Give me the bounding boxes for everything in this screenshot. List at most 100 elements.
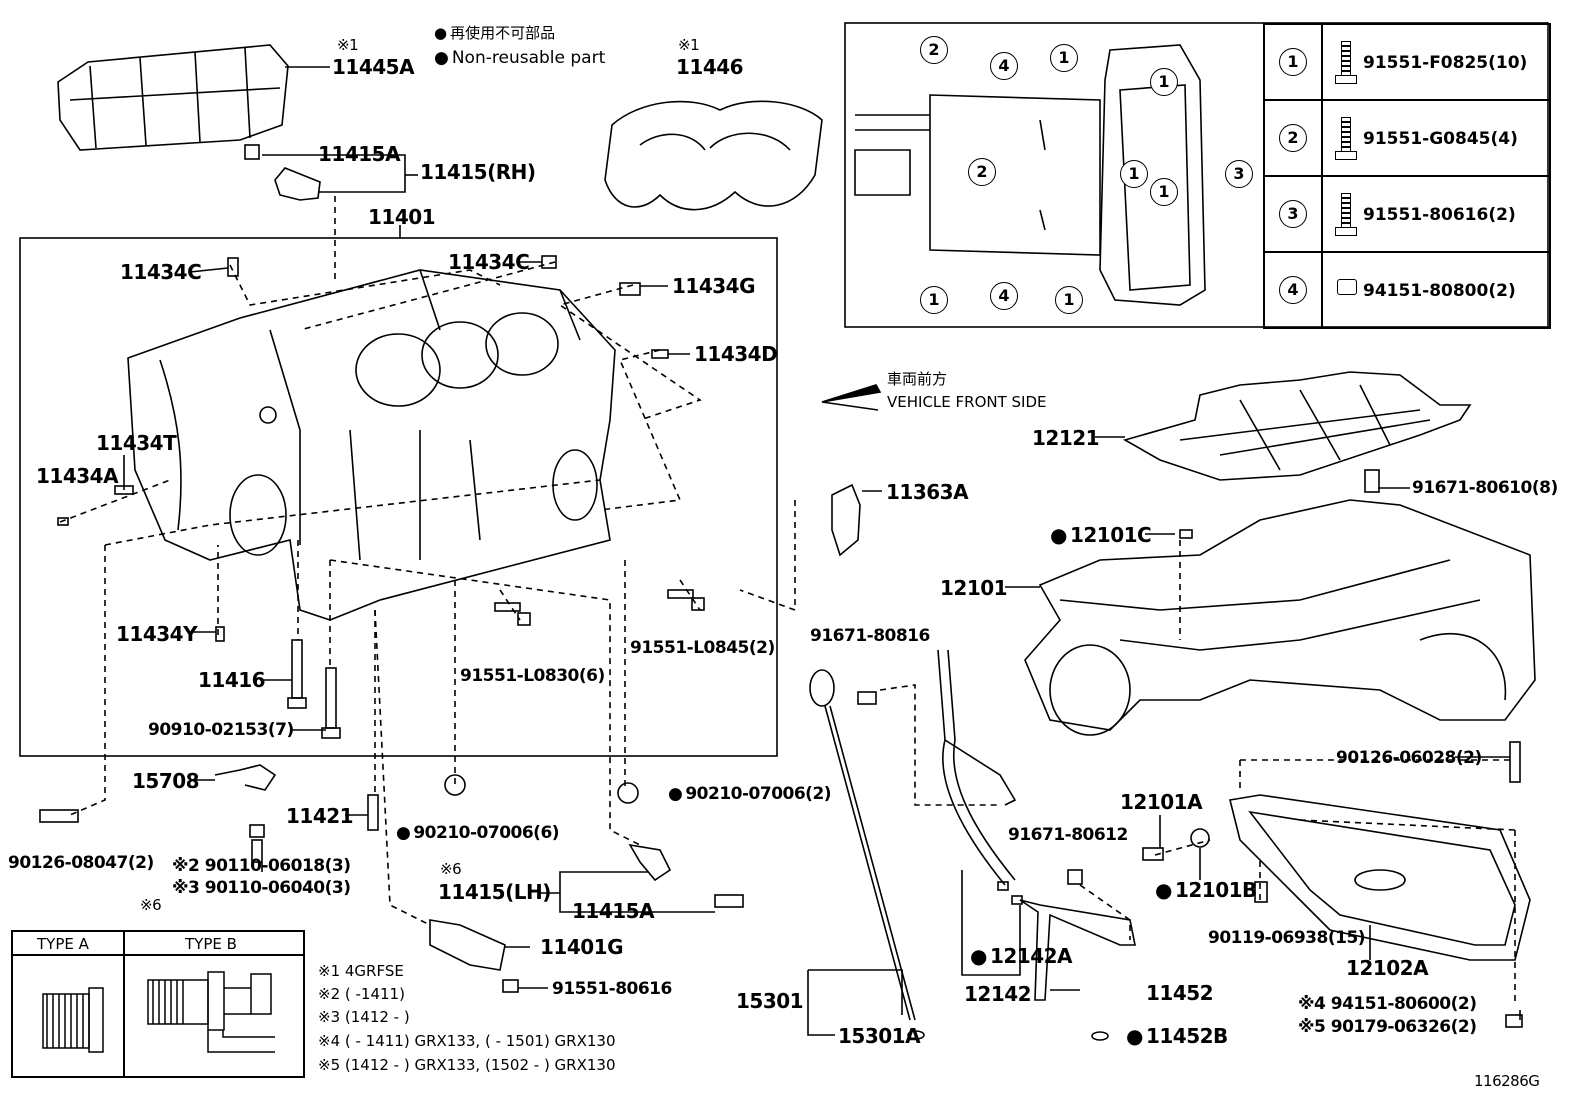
bolt-row: 4 94151-80800(2)	[1263, 251, 1551, 329]
label-11446-note: ※1	[678, 36, 700, 54]
label-94151-80600: ※4 94151-80600(2)	[1298, 994, 1477, 1014]
cylinder-block-drawing	[127, 269, 616, 621]
figure-id: 116286G	[1474, 1072, 1540, 1090]
label-11401: 11401	[368, 205, 436, 229]
label-11446: 11446	[676, 55, 744, 79]
label-11452: 11452	[1146, 981, 1214, 1005]
label-11434t: 11434T	[96, 431, 177, 455]
bolt-row: 1 91551-F0825(10)	[1263, 23, 1551, 101]
block-assembly-frame	[19, 237, 778, 757]
label-12101b: 12101B	[1155, 880, 1257, 900]
label-90210-07006-6: 90210-07006(6)	[396, 825, 559, 842]
footnote: ※3 (1412 - )	[318, 1008, 410, 1026]
label-90110-06018: ※2 90110-06018(3)	[172, 856, 351, 876]
label-11401g: 11401G	[540, 935, 624, 959]
label-90126-08047: 90126-08047(2)	[8, 853, 154, 873]
label-12142: 12142	[964, 982, 1032, 1006]
label-11415a-bottom: 11415A	[572, 899, 655, 923]
label-90179-06326: ※5 90179-06326(2)	[1298, 1017, 1477, 1037]
label-90210-07006-2: 90210-07006(2)	[668, 786, 831, 803]
label-12121: 12121	[1032, 426, 1100, 450]
label-11434g: 11434G	[672, 274, 756, 298]
type-box-drawings	[42, 971, 275, 1053]
label-15301: 15301	[736, 989, 804, 1013]
type-a-heading: TYPE A	[37, 935, 89, 953]
label-11434c-b: 11434C	[448, 250, 530, 274]
label-11445a: 11445A	[332, 55, 415, 79]
baffle-12121-drawing	[1122, 371, 1472, 481]
bolt-row-number: 4	[1279, 276, 1307, 304]
label-90119-06938: 90119-06938(15)	[1208, 928, 1366, 948]
inset-callout: 1	[1055, 286, 1083, 314]
bolt-part-number: 91551-G0845(4)	[1363, 129, 1518, 149]
nonreusable-note-en: Non-reusable part	[434, 50, 605, 67]
label-12101c: 12101C	[1050, 525, 1152, 545]
oil-pan-12101-drawing	[1024, 499, 1536, 731]
front-arrow-icon	[821, 384, 882, 411]
type-box-note: ※6	[140, 896, 162, 914]
label-90110-06040: ※3 90110-06040(3)	[172, 878, 351, 898]
front-note-jp: 車両前方	[887, 370, 948, 388]
label-15708: 15708	[132, 769, 200, 793]
label-11434y: 11434Y	[116, 622, 198, 646]
label-11416: 11416	[198, 668, 266, 692]
nut-icon	[1337, 279, 1357, 295]
label-91671-80612: 91671-80612	[1008, 825, 1128, 845]
type-box: TYPE A TYPE B	[11, 930, 305, 1078]
label-11421: 11421	[286, 804, 354, 828]
inset-callout: 1	[1150, 178, 1178, 206]
inset-callout: 1	[1120, 160, 1148, 188]
inset-gasket-drawing	[929, 94, 1101, 256]
label-11415lh-note: ※6	[440, 860, 462, 878]
label-11415lh: 11415(LH)	[438, 880, 551, 904]
front-note-en: VEHICLE FRONT SIDE	[887, 393, 1047, 411]
label-11452b: 11452B	[1126, 1026, 1228, 1046]
inset-callout: 1	[1050, 44, 1078, 72]
bolt-row: 2 91551-G0845(4)	[1263, 99, 1551, 177]
inset-callout: 3	[1225, 160, 1253, 188]
label-12101: 12101	[940, 576, 1008, 600]
oil-pan-12102a-drawing	[1229, 794, 1531, 961]
label-12102a: 12102A	[1346, 956, 1429, 980]
type-b-heading: TYPE B	[185, 935, 237, 953]
inset-callout: 4	[990, 282, 1018, 310]
label-90910-02153: 90910-02153(7)	[148, 720, 294, 740]
label-11415a-top: 11415A	[318, 142, 401, 166]
label-90126-06028: 90126-06028(2)	[1336, 748, 1482, 768]
label-91551-80616: 91551-80616	[552, 979, 672, 999]
label-91551-l0845: 91551-L0845(2)	[630, 638, 775, 658]
label-11415rh: 11415(RH)	[420, 160, 536, 184]
footnote: ※2 ( -1411)	[318, 985, 405, 1003]
footnote: ※1 4GRFSE	[318, 962, 404, 980]
label-91671-80816: 91671-80816	[810, 626, 930, 646]
inset-callout: 2	[968, 158, 996, 186]
bolt-part-number: 94151-80800(2)	[1363, 281, 1516, 301]
label-91551-l0830: 91551-L0830(6)	[460, 666, 605, 686]
label-91671-80610: 91671-80610(8)	[1412, 478, 1558, 498]
bolt-part-number: 91551-80616(2)	[1363, 205, 1516, 225]
inset-callout: 1	[1150, 68, 1178, 96]
inset-callout: 4	[990, 52, 1018, 80]
bolt-row-number: 2	[1279, 124, 1307, 152]
label-15301a: 15301A	[838, 1024, 921, 1048]
label-12101a: 12101A	[1120, 790, 1203, 814]
bolt-legend-table: 1 91551-F0825(10) 2 91551-G0845(4) 3 915…	[1263, 23, 1551, 329]
insulator-11446-drawing	[604, 100, 823, 211]
footnote: ※5 (1412 - ) GRX133, (1502 - ) GRX130	[318, 1056, 616, 1074]
label-11445a-note: ※1	[337, 36, 359, 54]
cover-11445a-drawing	[57, 44, 289, 151]
type-b-part-icon	[147, 979, 209, 1025]
label-11434c-a: 11434C	[120, 260, 202, 284]
label-11434a: 11434A	[36, 464, 119, 488]
bolt-row-number: 3	[1279, 200, 1307, 228]
nonreusable-note-jp: 再使用不可部品	[434, 26, 555, 41]
bolt-row: 3 91551-80616(2)	[1263, 175, 1551, 253]
label-11363a: 11363A	[886, 480, 969, 504]
inset-callout: 1	[920, 286, 948, 314]
inset-callout: 2	[920, 36, 948, 64]
footnote: ※4 ( - 1411) GRX133, ( - 1501) GRX130	[318, 1032, 616, 1050]
bolt-part-number: 91551-F0825(10)	[1363, 53, 1528, 73]
label-12142a: 12142A	[970, 946, 1073, 966]
